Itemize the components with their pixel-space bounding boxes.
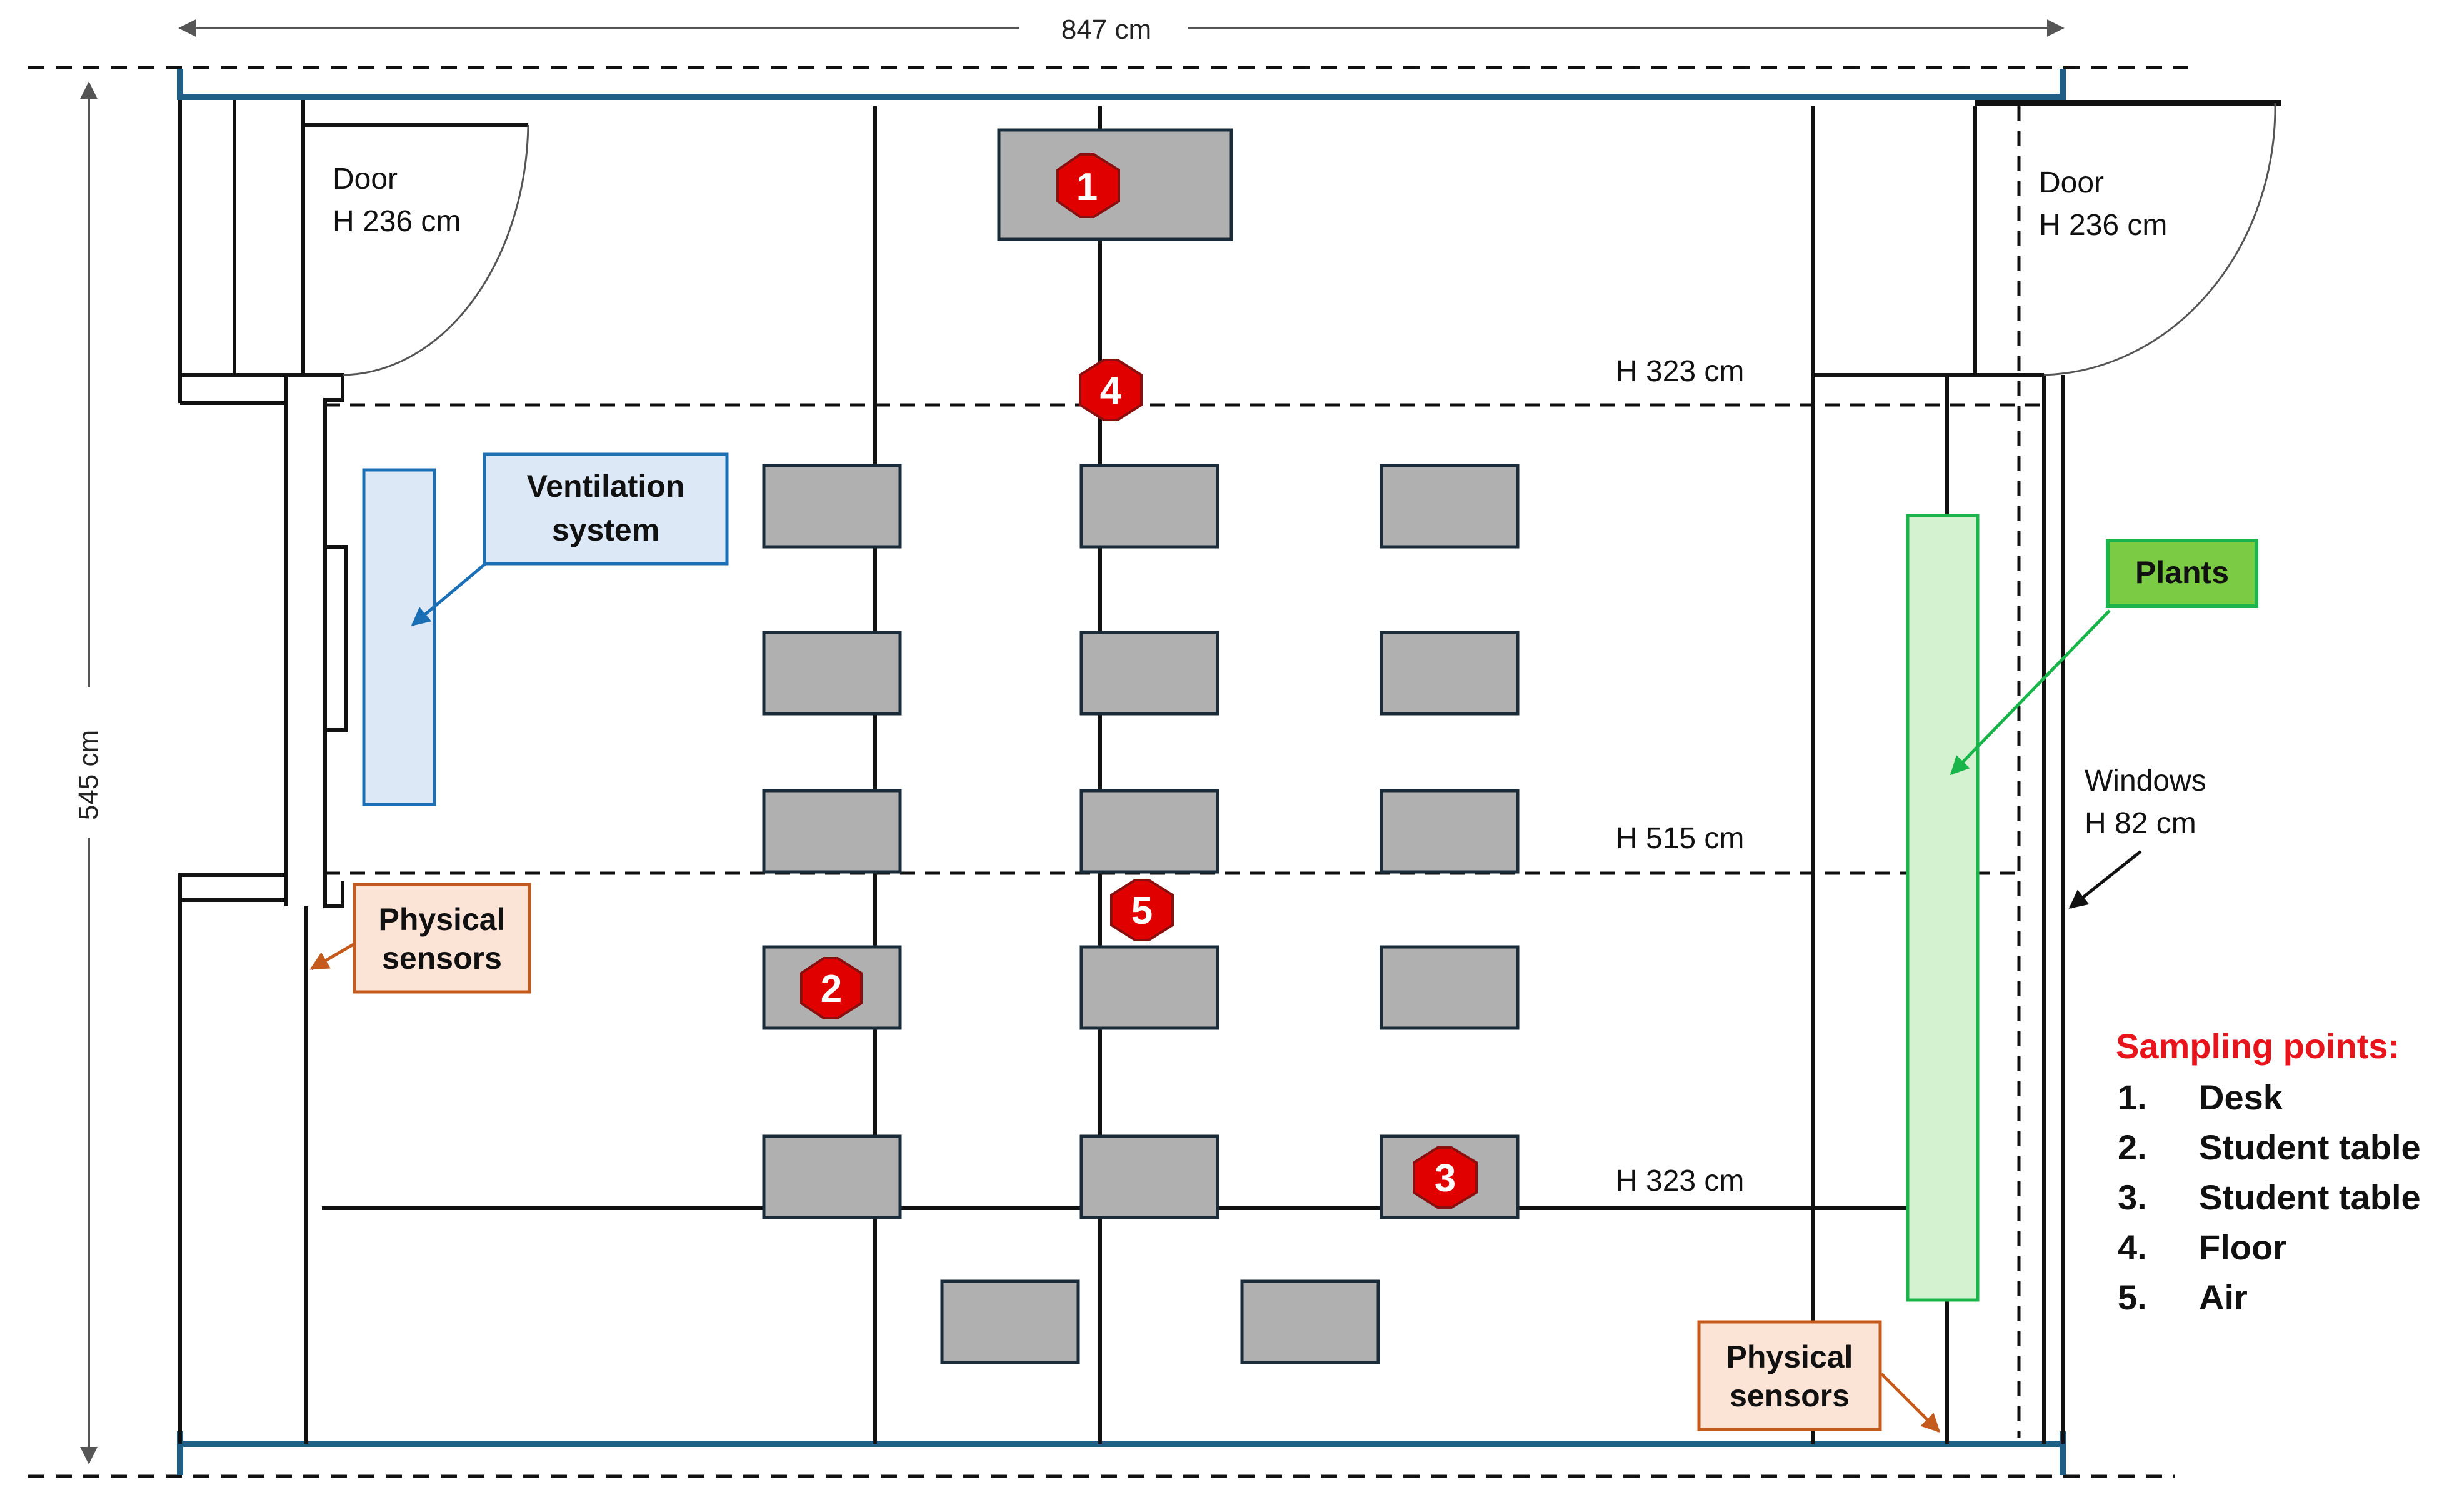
- student-table: [762, 789, 902, 874]
- ceiling-height-label-top: H 323 cm: [1616, 355, 1744, 388]
- svg-text:1: 1: [1076, 166, 1098, 209]
- windows-height: H 82 cm: [2085, 807, 2196, 840]
- student-table: [1240, 1279, 1380, 1364]
- legend-item-label: Desk: [2199, 1078, 2283, 1117]
- sampling-marker-5: 5: [1110, 879, 1174, 941]
- legend-item-label: Student table: [2199, 1128, 2421, 1167]
- legend-item-label: Student table: [2199, 1178, 2421, 1217]
- sensors-right-line1: Physical: [1726, 1339, 1853, 1374]
- sensors-left-arrow: [309, 942, 356, 971]
- student-table: [1079, 789, 1219, 874]
- student-table: [1079, 945, 1219, 1030]
- outer-walls: [177, 69, 2066, 1475]
- plants-callout-box: [2106, 539, 2258, 608]
- depth-dimension: 545 cm: [73, 81, 104, 1464]
- svg-text:5: 5: [1131, 889, 1153, 932]
- legend-item-label: Floor: [2199, 1228, 2286, 1267]
- left-door-height: H 236 cm: [333, 205, 461, 238]
- ventilation-unit: [362, 468, 436, 806]
- windows-arrow: [2068, 850, 2142, 909]
- left-door-swing: [342, 124, 529, 376]
- sampling-points-legend: Sampling points: 1. Desk 2. Student tabl…: [2116, 1026, 2421, 1317]
- student-table: [1380, 945, 1520, 1030]
- student-table: [1380, 464, 1520, 549]
- ventilation-arrow: [411, 558, 492, 626]
- width-label: 847 cm: [1061, 14, 1151, 45]
- student-table: [1380, 789, 1520, 874]
- right-door-label: Door: [2039, 166, 2104, 199]
- student-table: [762, 631, 902, 716]
- ventilation-label-line2: system: [552, 512, 659, 548]
- student-table: [1079, 1134, 1219, 1219]
- depth-label: 545 cm: [73, 730, 104, 820]
- sampling-marker-4: 4: [1079, 359, 1143, 421]
- ceiling-height-label-bottom: H 323 cm: [1616, 1164, 1744, 1198]
- legend-item-num: 3.: [2118, 1178, 2147, 1217]
- plants-label: Plants: [2135, 555, 2229, 590]
- student-table: [1380, 631, 1520, 716]
- width-dimension: 847 cm: [178, 14, 2065, 45]
- sensors-left-line1: Physical: [379, 902, 506, 937]
- sampling-marker-3: 3: [1413, 1146, 1478, 1209]
- sampling-marker-1: 1: [1056, 153, 1120, 218]
- sensors-left-line2: sensors: [382, 941, 502, 976]
- student-table: [1079, 464, 1219, 549]
- sensors-right-arrow: [1880, 1372, 1941, 1433]
- student-table: [762, 1134, 902, 1219]
- windows-label: Windows: [2085, 764, 2206, 798]
- legend-item-label: Air: [2199, 1278, 2248, 1317]
- legend-item-num: 2.: [2118, 1128, 2147, 1167]
- legend-item-num: 5.: [2118, 1278, 2147, 1317]
- student-table: [940, 1279, 1080, 1364]
- plants-arrow: [1950, 609, 2111, 776]
- ventilation-label-line1: Ventilation: [527, 469, 685, 504]
- student-table: [1079, 631, 1219, 716]
- svg-text:4: 4: [1100, 369, 1122, 412]
- ventilation-callout-box: [483, 452, 729, 566]
- ceiling-height-label-middle: H 515 cm: [1616, 822, 1744, 855]
- legend-title: Sampling points:: [2116, 1026, 2400, 1066]
- right-door-height: H 236 cm: [2039, 209, 2167, 242]
- svg-text:3: 3: [1435, 1157, 1456, 1200]
- right-door-swing: [2043, 102, 2276, 376]
- sampling-marker-2: 2: [800, 957, 863, 1019]
- teacher-desk: [997, 128, 1233, 241]
- left-door-label: Door: [333, 162, 398, 196]
- legend-item-num: 1.: [2118, 1078, 2147, 1117]
- sensors-right-line2: sensors: [1730, 1378, 1850, 1413]
- plants-strip: [1906, 514, 1980, 1302]
- sensors-callout-right: [1697, 1320, 1882, 1431]
- svg-text:2: 2: [821, 968, 842, 1011]
- student-table: [762, 464, 902, 549]
- legend-item-num: 4.: [2118, 1228, 2147, 1267]
- ceiling-height-zones: [325, 106, 2044, 1438]
- sensors-callout-left: [353, 882, 531, 994]
